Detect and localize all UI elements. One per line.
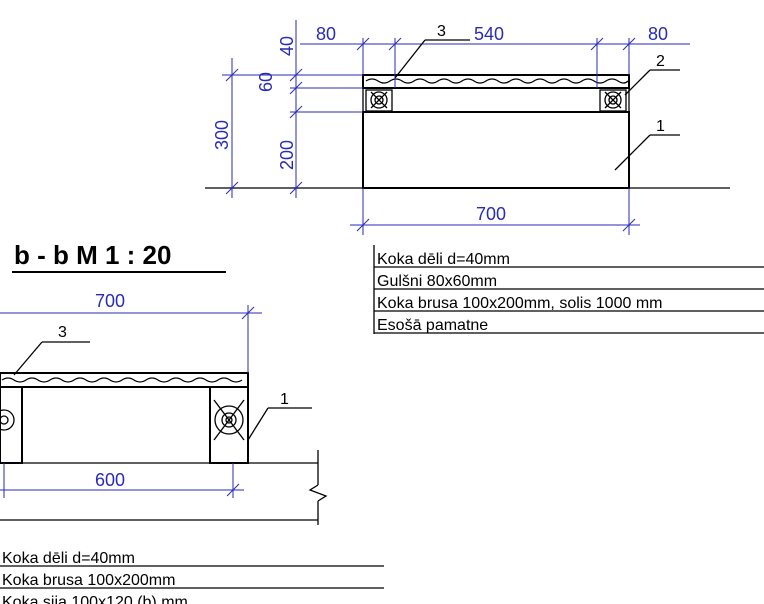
section-legend-item-3: Koka sija 100x120 (b) mm [2, 594, 188, 604]
leader-2 [624, 69, 651, 96]
section-callout-3: 3 [58, 324, 67, 341]
wood-grain [365, 78, 629, 84]
section-title: b - b M 1 : 20 [14, 240, 171, 270]
dim-v-60: 60 [256, 72, 276, 92]
joist-band [362, 87, 630, 113]
dim-v-300: 300 [212, 120, 232, 150]
legend-item-2: Gulšni 80x60mm [377, 273, 497, 290]
wood-beam [362, 111, 630, 189]
deck-boards [362, 74, 630, 89]
section-legend-item-1: Koka dēli d=40mm [2, 550, 135, 567]
section-view: b - b M 1 : 20 700 600 [0, 240, 384, 604]
callout-2: 2 [656, 53, 665, 70]
legend-item-1: Koka dēli d=40mm [377, 251, 510, 268]
dim-v-200: 200 [277, 140, 297, 170]
leader-1 [614, 134, 651, 171]
dim-center-540: 540 [474, 24, 504, 44]
dim-v-40: 40 [277, 36, 297, 56]
section-dim-600: 600 [95, 470, 125, 490]
callout-1: 1 [656, 118, 665, 135]
dim-bottom-700: 700 [476, 204, 506, 224]
elevation-view: 80 540 80 700 300 40 60 200 3 2 [205, 20, 764, 334]
legend-item-3: Koka brusa 100x200mm, solis 1000 mm [377, 295, 662, 312]
legend-item-4: Esošā pamatne [377, 317, 488, 334]
section-leader-1 [247, 407, 269, 441]
leader-3 [394, 39, 426, 79]
dim-left-80: 80 [316, 24, 336, 44]
dim-right-80: 80 [648, 24, 668, 44]
section-beam-left [0, 386, 23, 464]
section-beam-right [209, 386, 249, 464]
section-dim-700: 700 [95, 291, 125, 311]
section-callout-1: 1 [280, 391, 289, 408]
section-leader-3 [13, 341, 43, 376]
section-legend-item-2: Koka brusa 100x200mm [2, 572, 175, 589]
joist-section-left [365, 89, 393, 112]
joist-section-right [599, 89, 627, 112]
callout-3: 3 [437, 23, 446, 40]
section-wood-grain [1, 377, 243, 383]
